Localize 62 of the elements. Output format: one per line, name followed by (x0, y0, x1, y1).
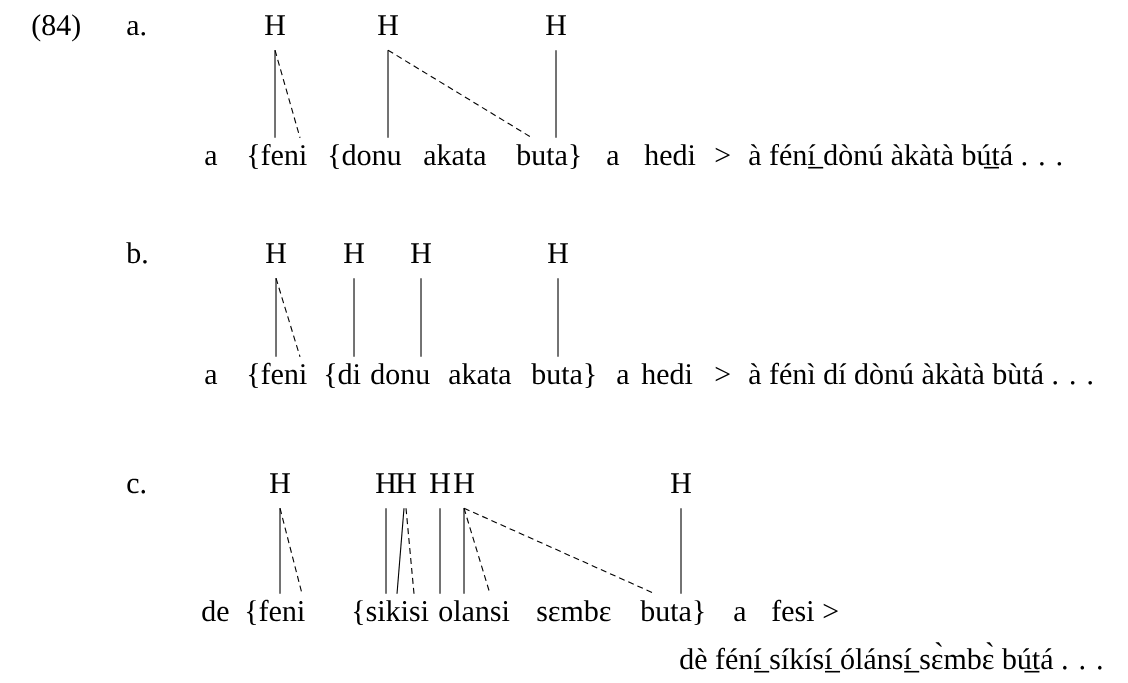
tone-letter: H (430, 473, 450, 493)
text-label: > (823, 603, 838, 619)
association-line (420, 277, 422, 358)
association-line (557, 277, 559, 358)
tone-letter: H (411, 243, 431, 263)
text-label: akata (449, 363, 512, 385)
example-number: (84) (32, 14, 80, 42)
tone-letter: H (265, 15, 285, 35)
text-label: > (715, 147, 730, 163)
text-label: fesi (772, 599, 814, 622)
word-text: buta} (531, 363, 595, 388)
association-line (353, 277, 355, 358)
tone-letter: H (454, 473, 474, 493)
text-label: hedi (641, 363, 693, 385)
text-label: > (715, 366, 730, 382)
tone-letter: H (378, 15, 398, 35)
word-text: {sikisi (353, 600, 429, 625)
word-text: {feni (248, 143, 307, 169)
word-text: {feni (248, 362, 307, 388)
word-text: olansi (439, 600, 510, 622)
text-label: a (205, 369, 218, 385)
text-label: a (607, 150, 620, 166)
association-line (274, 49, 276, 139)
text-label: de (202, 600, 229, 622)
word-text: {feni (246, 599, 305, 625)
tone-letter: H (546, 15, 566, 35)
association-line (396, 507, 405, 595)
word-text: buta} (516, 144, 580, 169)
dashed-association-line (405, 507, 415, 595)
text-label: b. (126, 242, 147, 264)
tone-letter: H (270, 473, 290, 493)
text-label: a (205, 150, 218, 166)
tone-letter: H (671, 473, 691, 493)
dashed-association-line (274, 49, 301, 139)
association-line (439, 507, 441, 595)
tone-letter: H (396, 473, 416, 493)
text-label: à fénì dí dònú àkàtà bùtá . . . (749, 362, 1092, 385)
word-text: {donu (329, 144, 402, 169)
association-line (463, 507, 465, 595)
association-line (680, 507, 682, 595)
text-label: a. (127, 20, 146, 36)
word-text: {di (325, 363, 361, 388)
text-label: hedi (644, 144, 696, 166)
association-line (555, 49, 557, 139)
association-line (279, 507, 281, 595)
text-label: à féní̲ dònú àkàtà bú̲tá . . . (749, 143, 1062, 169)
tone-letter: H (548, 243, 568, 263)
text-label: dè féní̲ síkísí̲ ólánsí̲ sɛ̀mbɛ̀ bú̲tá . . . (680, 642, 1102, 673)
text-label: c. (127, 478, 146, 494)
text-label: sɛmbɛ (537, 600, 611, 622)
text-label: akata (424, 144, 487, 166)
text-label: a (617, 369, 630, 385)
tone-letter: H (266, 243, 286, 263)
dashed-association-line (275, 277, 301, 358)
text-label: a (734, 606, 747, 622)
association-line (275, 277, 277, 358)
tone-letter: H (344, 243, 364, 263)
association-line (387, 49, 389, 139)
word-text: donu (371, 363, 430, 385)
word-text: buta} (640, 600, 704, 625)
association-line (385, 507, 387, 595)
tone-letter: H (376, 473, 396, 493)
